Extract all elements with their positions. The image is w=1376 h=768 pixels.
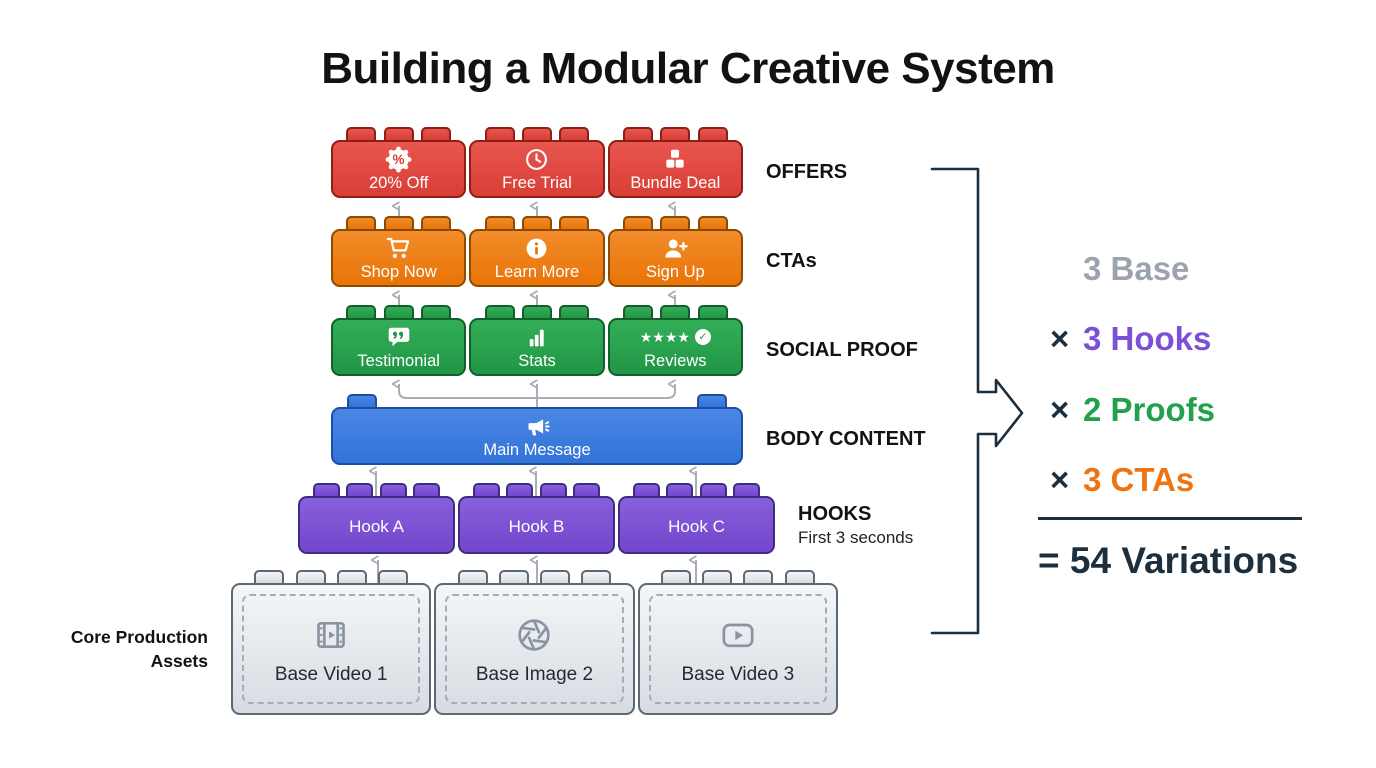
math-rule bbox=[1038, 517, 1302, 520]
brick-hook-b: Hook B bbox=[458, 483, 615, 554]
aperture-icon bbox=[514, 615, 554, 655]
clock-icon bbox=[524, 146, 549, 172]
brick-label: Free Trial bbox=[502, 174, 572, 193]
multiply-sign: × bbox=[1050, 391, 1070, 428]
math-hooks-value: 3 Hooks bbox=[1083, 320, 1212, 357]
brick-label: Hook B bbox=[508, 517, 565, 536]
row-label-core-production-assets: Core Production Assets bbox=[70, 627, 208, 671]
math-ctas-value: 3 CTAs bbox=[1083, 461, 1195, 498]
row-label-offers: OFFERS bbox=[766, 161, 848, 183]
bar-chart-icon bbox=[524, 324, 549, 350]
row-label-body-content: BODY CONTENT bbox=[766, 428, 926, 450]
row-hooks: Hook A Hook B Hook C bbox=[298, 483, 775, 554]
brick-base-video-3: Base Video 3 bbox=[637, 570, 838, 715]
shopping-cart-icon bbox=[385, 235, 412, 261]
multiply-sign: × bbox=[1050, 461, 1070, 498]
info-circle-icon bbox=[524, 235, 549, 261]
row-base-assets: Base Video 1 bbox=[231, 570, 838, 715]
row-body-content: Main Message bbox=[331, 394, 743, 465]
brick-label: 20% Off bbox=[369, 174, 429, 193]
film-strip-icon bbox=[311, 615, 351, 655]
brick-free-trial: Free Trial bbox=[469, 127, 605, 198]
row-ctas: Shop Now Learn More bbox=[331, 216, 743, 287]
brick-label: Base Image 2 bbox=[475, 663, 594, 685]
row-label-social-proof: SOCIAL PROOF bbox=[766, 339, 918, 361]
multiply-sign: × bbox=[1050, 320, 1070, 357]
row-social-proof: Testimonial Stats ★★★★✓ bbox=[331, 305, 743, 376]
play-button-icon bbox=[718, 615, 758, 655]
brick-label: Stats bbox=[518, 352, 556, 371]
brick-label: Base Video 3 bbox=[681, 663, 795, 685]
svg-text:%: % bbox=[393, 152, 405, 167]
row-label-hooks: HOOKS bbox=[798, 503, 872, 525]
brick-label: Reviews bbox=[644, 352, 707, 371]
brick-hook-a: Hook A bbox=[298, 483, 455, 554]
brick-reviews: ★★★★✓ Reviews bbox=[607, 305, 743, 376]
brick-stats: Stats bbox=[469, 305, 605, 376]
math-base-value: 3 Base bbox=[1083, 250, 1190, 287]
math-result: = 54 Variations bbox=[1038, 540, 1299, 581]
brick-learn-more: Learn More bbox=[469, 216, 605, 287]
page-title: Building a Modular Creative System bbox=[321, 44, 1055, 93]
brick-sign-up: Sign Up bbox=[607, 216, 743, 287]
brick-label: Main Message bbox=[483, 441, 591, 460]
brick-label: Shop Now bbox=[360, 263, 437, 282]
brick-bundle-deal: Bundle Deal bbox=[607, 127, 743, 198]
row-offers: % 20% Off Free Trial bbox=[331, 127, 743, 198]
math-ctas: × 3 CTAs bbox=[1050, 461, 1194, 499]
discount-badge-icon: % bbox=[385, 146, 412, 173]
brick-label: Hook A bbox=[349, 517, 404, 536]
math-proofs: × 2 Proofs bbox=[1050, 391, 1215, 429]
brick-shop-now: Shop Now bbox=[331, 216, 467, 287]
stars-check-icon: ★★★★✓ bbox=[640, 324, 711, 350]
brick-base-image-2: Base Image 2 bbox=[434, 570, 635, 715]
brick-20-off: % 20% Off bbox=[331, 127, 467, 198]
math-base: 3 Base bbox=[1050, 250, 1189, 288]
brick-base-video-1: Base Video 1 bbox=[231, 570, 432, 715]
brick-label: Bundle Deal bbox=[630, 174, 721, 193]
brick-label: Testimonial bbox=[357, 352, 440, 371]
brick-label: Learn More bbox=[494, 263, 580, 282]
quote-bubble-icon bbox=[386, 324, 412, 350]
brick-label: Sign Up bbox=[645, 263, 705, 282]
bracket-arrow bbox=[930, 167, 1024, 635]
brick-testimonial: Testimonial bbox=[331, 305, 467, 376]
math-proofs-value: 2 Proofs bbox=[1083, 391, 1216, 428]
row-label-ctas: CTAs bbox=[766, 250, 817, 272]
brick-hook-c: Hook C bbox=[618, 483, 775, 554]
brick-label: Hook C bbox=[668, 517, 725, 536]
brick-main-message: Main Message bbox=[331, 394, 743, 465]
brick-label: Base Video 1 bbox=[274, 663, 388, 685]
person-add-icon bbox=[662, 235, 689, 261]
bundle-boxes-icon bbox=[662, 146, 688, 172]
megaphone-icon bbox=[524, 413, 551, 439]
row-sublabel-hooks: First 3 seconds bbox=[798, 528, 914, 547]
math-hooks: × 3 Hooks bbox=[1050, 320, 1211, 358]
